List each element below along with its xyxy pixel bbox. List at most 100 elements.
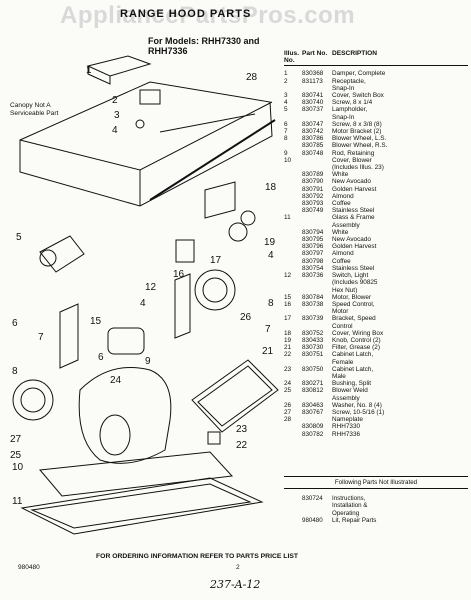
description: Bracket, Speed	[332, 315, 376, 323]
illus-no: 26	[284, 401, 292, 409]
part-no	[302, 510, 332, 517]
illus-no	[284, 373, 302, 380]
callout-24: 24	[110, 375, 122, 386]
blower-wheel-rs	[194, 269, 236, 311]
parts-row: Assembly	[284, 222, 468, 229]
illus-no	[284, 178, 302, 185]
callout-4c: 4	[140, 298, 146, 309]
description: Stainless Steel	[332, 264, 375, 272]
illus-no: 7	[284, 128, 288, 136]
spacer	[284, 495, 302, 502]
parts-row: 830754 Stainless Steel	[284, 265, 468, 272]
callout-5: 5	[16, 232, 22, 243]
part-no: 830737	[302, 106, 324, 114]
description: Coffee	[332, 257, 351, 265]
retaining-rod	[149, 119, 276, 201]
callout-1: 1	[86, 65, 92, 76]
part-no: 830736	[302, 272, 324, 280]
illus-no: 8	[284, 135, 288, 143]
part-no: 830751	[302, 351, 324, 359]
description: Cabinet Latch,	[332, 365, 374, 373]
description: RHH7336	[332, 430, 361, 438]
illus-no: 10	[284, 156, 292, 164]
part-no: 830754	[302, 264, 324, 272]
illus-no: 9	[284, 149, 288, 157]
blower-motor	[107, 327, 145, 355]
illus-no	[284, 359, 302, 366]
callout-21: 21	[262, 346, 274, 357]
not-illustrated-row: Operating	[284, 510, 468, 517]
motor-bracket-left	[59, 303, 79, 369]
description: (Includes 90825	[332, 279, 378, 287]
parts-row: Assembly	[284, 395, 468, 402]
description: Motor, Blower	[332, 293, 372, 301]
motor-bracket-right	[174, 273, 191, 339]
callout-15: 15	[90, 316, 102, 327]
callout-8: 8	[268, 298, 274, 309]
illus-no: 17	[284, 315, 292, 323]
illus-no	[284, 250, 302, 257]
callout-19: 19	[264, 237, 276, 248]
ordering-note: FOR ORDERING INFORMATION REFER TO PARTS …	[96, 553, 299, 560]
illus-no: 5	[284, 106, 288, 114]
description: Operating	[332, 509, 360, 517]
illus-no	[284, 186, 302, 193]
description: RHH7330	[332, 423, 361, 431]
illus-no: 24	[284, 380, 292, 388]
description: Rod, Retaining	[332, 149, 375, 157]
illus-no	[284, 236, 302, 243]
illus-no: 6	[284, 120, 288, 128]
description: Motor Bracket (2)	[332, 128, 382, 136]
illus-no	[284, 114, 302, 121]
page-title: RANGE HOOD PARTS	[120, 8, 252, 20]
callout-7: 7	[38, 332, 44, 343]
part-no	[302, 373, 332, 380]
description: Snap-In	[332, 113, 355, 121]
description: New Avocado	[332, 178, 371, 186]
description: Knob, Control (2)	[332, 336, 381, 344]
part-no	[302, 308, 332, 315]
description: Golden Harvest	[332, 243, 377, 251]
description: Switch, Light	[332, 272, 369, 280]
part-no	[302, 323, 332, 330]
illus-no	[284, 229, 302, 236]
callout-26: 26	[240, 312, 252, 323]
parts-row: Motor	[284, 308, 468, 315]
callout-4b: 4	[268, 250, 274, 261]
part-no: 831173	[302, 77, 323, 85]
parts-row: Hex Nut)	[284, 287, 468, 294]
illus-no	[284, 207, 302, 214]
description: Coffee	[332, 200, 351, 208]
description: Assembly	[332, 221, 360, 229]
part-no	[302, 114, 332, 121]
illus-no	[284, 308, 302, 315]
illus-no: 28	[284, 416, 292, 424]
illus-no: 4	[284, 99, 288, 107]
part-no: 830785	[302, 142, 324, 150]
not-illustrated-row: Installation &	[284, 502, 468, 509]
illus-no	[284, 431, 302, 438]
blower-cover	[39, 451, 234, 497]
part-no: 830433	[302, 336, 324, 344]
description: Blower Wheel, L.S.	[332, 135, 387, 143]
description: Almond	[332, 192, 354, 200]
